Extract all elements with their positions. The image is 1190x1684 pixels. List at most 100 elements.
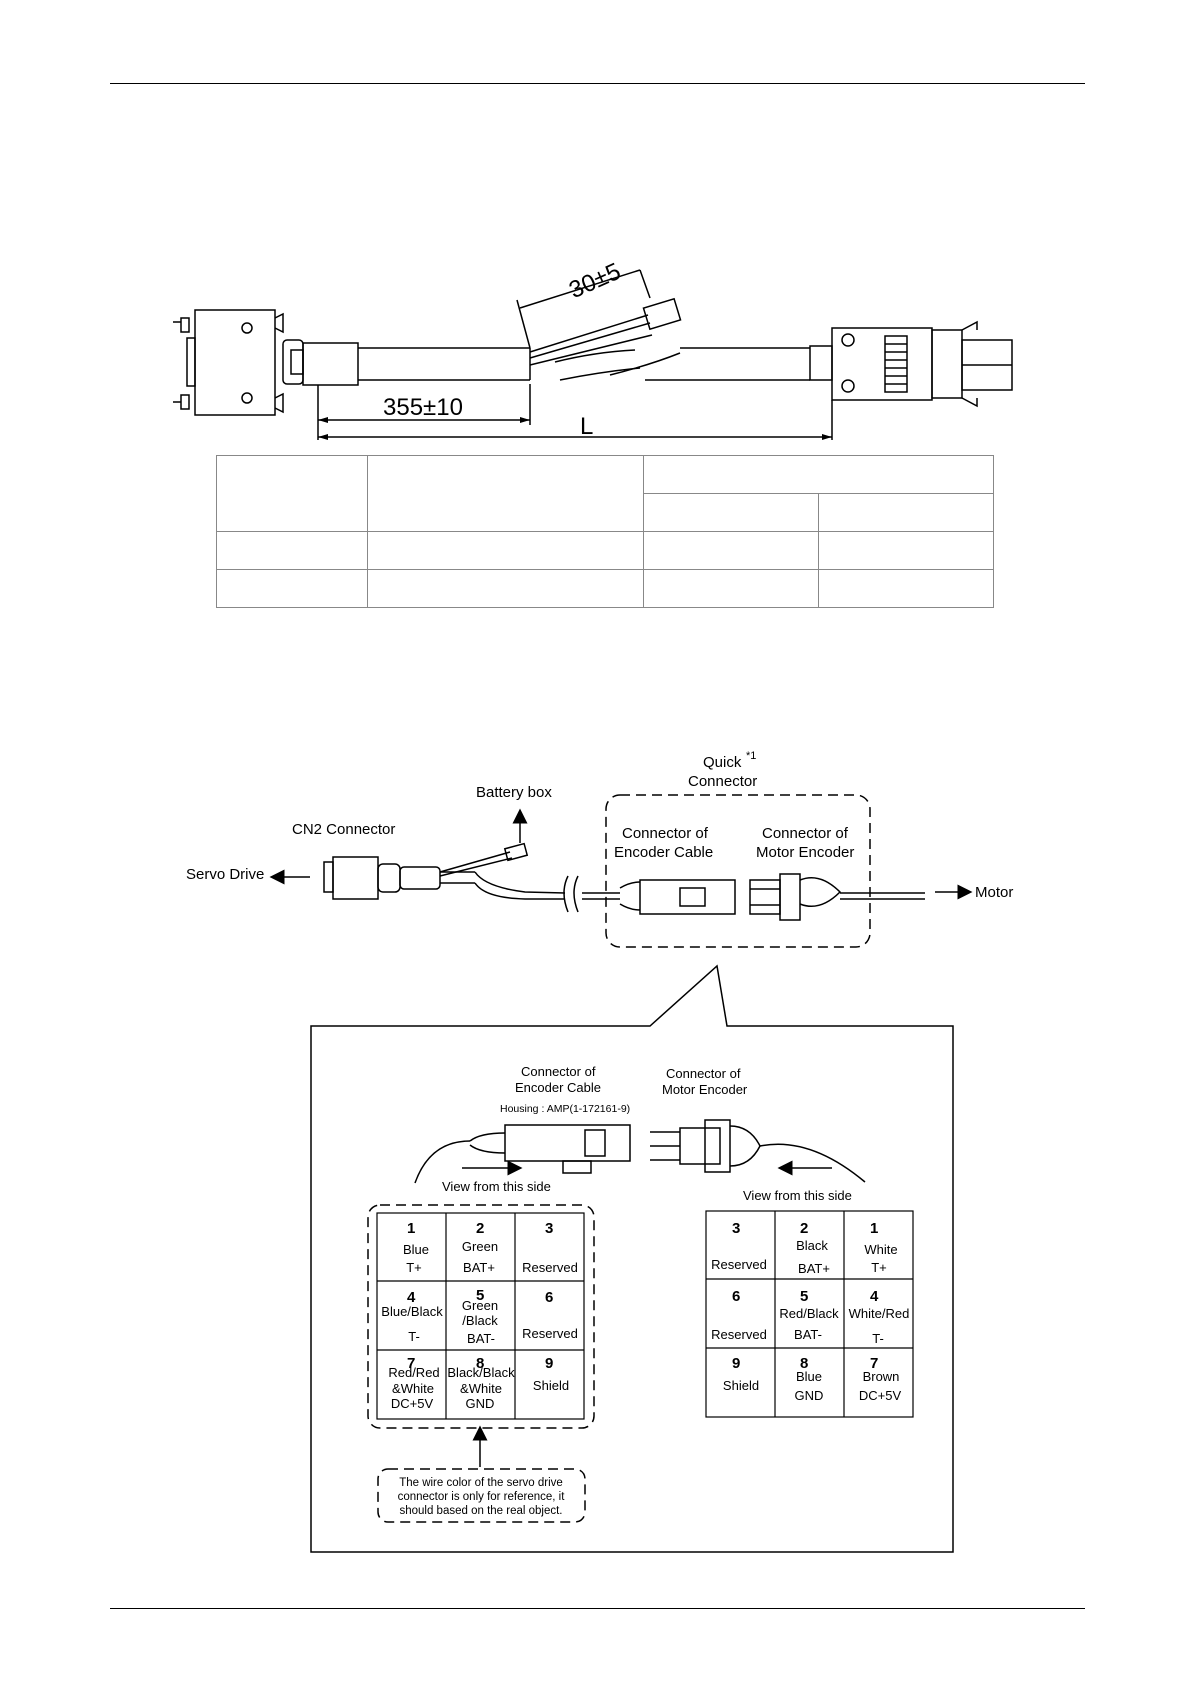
pin-label: BAT+ (798, 1261, 830, 1276)
dim-length: L (580, 413, 593, 440)
pin-label: Black (796, 1238, 828, 1253)
detail-motor-encoder-label: Motor Encoder (662, 1082, 748, 1097)
encoder-cable-connector-label: Encoder Cable (614, 844, 713, 861)
quick-connector-note: *1 (746, 750, 756, 762)
table-cell (818, 569, 994, 608)
dim-battery-lead: 30±5 (565, 258, 625, 304)
screw-icon (841, 333, 855, 347)
pin-label: Blue (403, 1242, 429, 1257)
pin-label: BAT- (467, 1331, 495, 1346)
cable-spec-table (216, 455, 994, 608)
left-pin-grid (376, 1212, 585, 1420)
cn2-connector-body (194, 309, 276, 416)
encoder-cable-connector-label: Connector of (622, 825, 709, 842)
table-cell (643, 531, 819, 570)
pin-number: 8 (476, 1355, 484, 1372)
pin-label: Reserved (711, 1327, 767, 1342)
pin-label: BAT- (794, 1327, 822, 1342)
dim-connector-segment: 355±10 (383, 394, 463, 421)
pin-label: Green (462, 1298, 498, 1313)
header-rule (110, 83, 1085, 84)
table-cell (643, 455, 994, 494)
table-cell (643, 569, 819, 608)
pin-number: 1 (407, 1220, 415, 1237)
table-cell (818, 493, 994, 532)
note-frame (377, 1468, 586, 1523)
motor-encoder-connector-label: Connector of (762, 825, 849, 842)
pin-number: 4 (870, 1288, 879, 1305)
footer-rule (110, 1608, 1085, 1609)
left-pin-cells: 1 Blue T+ 2 Green BAT+ 3 Reserved 4 Blue… (381, 1220, 578, 1411)
motor-label: Motor (975, 884, 1013, 901)
pin-label: Shield (723, 1378, 759, 1393)
pin-label: Reserved (522, 1326, 578, 1341)
pin-label: Blue/Black (381, 1304, 443, 1319)
table-cell (367, 455, 644, 532)
screw-icon (841, 379, 855, 393)
pin-label: /Black (462, 1313, 498, 1328)
pin-label: Green (462, 1239, 498, 1254)
pin-label: Red/Black (779, 1306, 839, 1321)
pin-number: 7 (407, 1355, 415, 1372)
pin-number: 9 (545, 1355, 553, 1372)
table-cell (367, 531, 644, 570)
cn2-connector-label: CN2 Connector (292, 821, 395, 838)
right-pin-cells: 3 Reserved 2 Black BAT+ 1 White T+ 6 Res… (711, 1220, 909, 1403)
housing-label: Housing : AMP(1-172161-9) (500, 1103, 630, 1115)
pin-label: T+ (406, 1260, 422, 1275)
pin-number: 4 (407, 1289, 416, 1306)
pin-label: BAT+ (463, 1260, 495, 1275)
pin-label: DC+5V (859, 1388, 902, 1403)
servo-drive-label: Servo Drive (186, 866, 264, 883)
pin-label: Reserved (711, 1257, 767, 1272)
quick-connector-label: Quick (703, 754, 742, 771)
pin-number: 7 (870, 1355, 878, 1372)
pin-number: 2 (800, 1220, 808, 1237)
pin-number: 2 (476, 1220, 484, 1237)
battery-box-label: Battery box (476, 784, 552, 801)
pin-label: DC+5V (391, 1396, 434, 1411)
table-cell (216, 455, 368, 532)
left-pin-frame (367, 1204, 595, 1429)
detail-motor-encoder-label: Connector of (666, 1066, 741, 1081)
note-line: The wire color of the servo drive (399, 1477, 563, 1489)
view-label-left: View from this side (442, 1179, 551, 1194)
pin-number: 8 (800, 1355, 808, 1372)
pin-label: Brown (863, 1369, 900, 1384)
pin-label: Shield (533, 1378, 569, 1393)
screw-icon (241, 392, 253, 404)
pin-number: 9 (732, 1355, 740, 1372)
pin-label: White/Red (849, 1306, 910, 1321)
pin-number: 6 (732, 1288, 740, 1305)
table-cell (367, 569, 644, 608)
pin-number: 3 (545, 1220, 553, 1237)
pin-label: Reserved (522, 1260, 578, 1275)
pin-number: 1 (870, 1220, 878, 1237)
detail-encoder-cable-label: Connector of (521, 1064, 596, 1079)
pin-label: &White (392, 1381, 434, 1396)
table-cell (643, 493, 819, 532)
pin-label: Blue (796, 1369, 822, 1384)
pin-number: 3 (732, 1220, 740, 1237)
note-line: connector is only for reference, it (398, 1491, 566, 1503)
table-row (216, 531, 994, 570)
pin-label: GND (795, 1388, 824, 1403)
view-label-right: View from this side (743, 1188, 852, 1203)
pin-label: T- (872, 1331, 884, 1346)
screw-icon (241, 322, 253, 334)
pin-label: &White (460, 1381, 502, 1396)
pin-label: White (864, 1242, 897, 1257)
cable-outline-drawing: 30±5 355±10 L (173, 258, 1013, 440)
pin-label: T- (408, 1329, 420, 1344)
pin-label: T+ (871, 1260, 887, 1275)
pin-label: Black/Black (447, 1365, 515, 1380)
pin-label: GND (466, 1396, 495, 1411)
table-row (217, 493, 994, 532)
table-cell (216, 531, 368, 570)
table-cell (216, 569, 368, 608)
table-cell (818, 531, 994, 570)
motor-encoder-connector-label: Motor Encoder (756, 844, 854, 861)
pin-number: 5 (476, 1287, 484, 1304)
table-row (216, 455, 994, 532)
detail-callout (310, 964, 954, 1553)
